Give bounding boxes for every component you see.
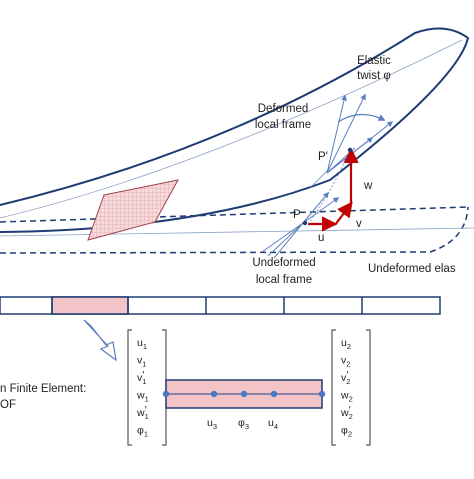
node-1: [162, 390, 170, 398]
fe-caption-line1: n Finite Element:: [0, 383, 86, 395]
elastic-twist-label-1: Elastic: [357, 55, 391, 67]
node-3: [210, 390, 218, 398]
dof-right-0: u2: [341, 337, 351, 351]
p-label: P: [293, 209, 301, 221]
dof-left-0: u1: [137, 337, 147, 351]
displacement-vectors: [308, 147, 359, 232]
zoom-arrow: [83, 319, 117, 362]
node-phi3: [240, 390, 248, 398]
node-2: [318, 390, 326, 398]
dof-left-5: φ1: [137, 425, 148, 439]
internal-node-label-0: u3: [207, 417, 217, 431]
dof-left-1: v1: [137, 355, 146, 369]
u-label: u: [318, 232, 324, 244]
point-p: [302, 220, 308, 226]
dof-right-5: φ2: [341, 425, 352, 439]
elastic-twist-label-2: twist φ: [357, 70, 391, 82]
w-label: w: [363, 180, 373, 192]
beam-element: [162, 379, 326, 409]
blade-element-section: [87, 179, 179, 241]
dof-right-1: v2: [341, 355, 350, 369]
undeformed-frame-arrows: [261, 191, 340, 259]
deformed-frame-label-2: local frame: [255, 119, 311, 131]
dof-right-3: w2: [340, 390, 353, 404]
internal-node-label-1: φ3: [238, 417, 249, 431]
v-vector: [334, 201, 353, 226]
undeformed-frame-label-2: local frame: [256, 274, 312, 286]
deformed-frame-arrows: [309, 93, 394, 189]
internal-node-labels: u3 φ3 u4: [207, 417, 278, 431]
fe-caption-line2: OF: [0, 399, 16, 411]
p-prime-label: P′: [318, 151, 328, 163]
deformed-blade: [0, 27, 470, 233]
undeformed-blade: [0, 206, 474, 254]
dof-right-2: v2′: [341, 369, 350, 386]
undeformed-frame-label-1: Undeformed: [252, 257, 315, 269]
dof-right-4: w2′: [340, 404, 353, 421]
node-4: [270, 390, 278, 398]
dof-left-3: w1: [136, 390, 149, 404]
elastic-twist-arc: [337, 113, 386, 123]
deformed-frame-label-1: Deformed: [258, 103, 309, 115]
v-label: v: [356, 218, 362, 230]
undeformed-elastic-label: Undeformed elas: [368, 263, 456, 275]
dof-left-4: w1′: [136, 404, 149, 421]
right-dof-bracket: [331, 329, 371, 446]
point-p-prime: [347, 147, 353, 153]
highlighted-element: [51, 296, 129, 315]
internal-node-label-2: u4: [268, 417, 278, 431]
dof-left-2: v1′: [137, 369, 146, 386]
element-strip: [0, 296, 441, 315]
